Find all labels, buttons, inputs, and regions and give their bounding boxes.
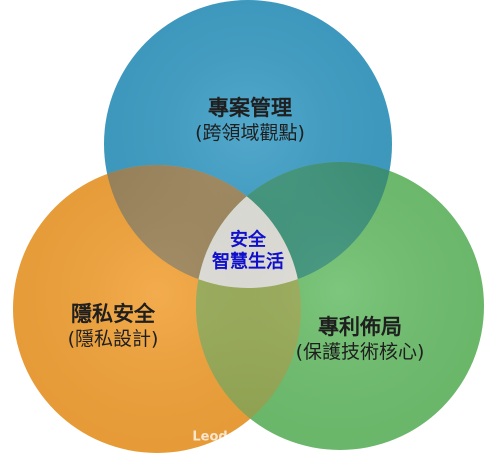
right-circle-label: 專利佈局 (保護技術核心)	[296, 315, 425, 365]
left-circle-label: 隱私安全 (隱私設計)	[68, 302, 159, 352]
left-circle-title: 隱私安全	[70, 302, 155, 327]
top-circle-title: 專案管理	[207, 96, 292, 121]
top-circle-label: 專案管理 (跨領域觀點)	[195, 96, 305, 146]
center-label: 安全 智慧生活	[212, 229, 284, 272]
center-line-2: 智慧生活	[212, 251, 284, 272]
center-line-1: 安全	[230, 229, 266, 251]
watermark-text: Leodaddy	[192, 429, 264, 445]
left-circle-subtitle: (隱私設計)	[67, 328, 159, 351]
right-circle-shade	[196, 162, 484, 450]
right-circle-subtitle: (保護技術核心)	[295, 341, 425, 364]
top-circle-subtitle: (跨領域觀點)	[195, 122, 305, 145]
right-circle-title: 專利佈局	[317, 315, 402, 340]
